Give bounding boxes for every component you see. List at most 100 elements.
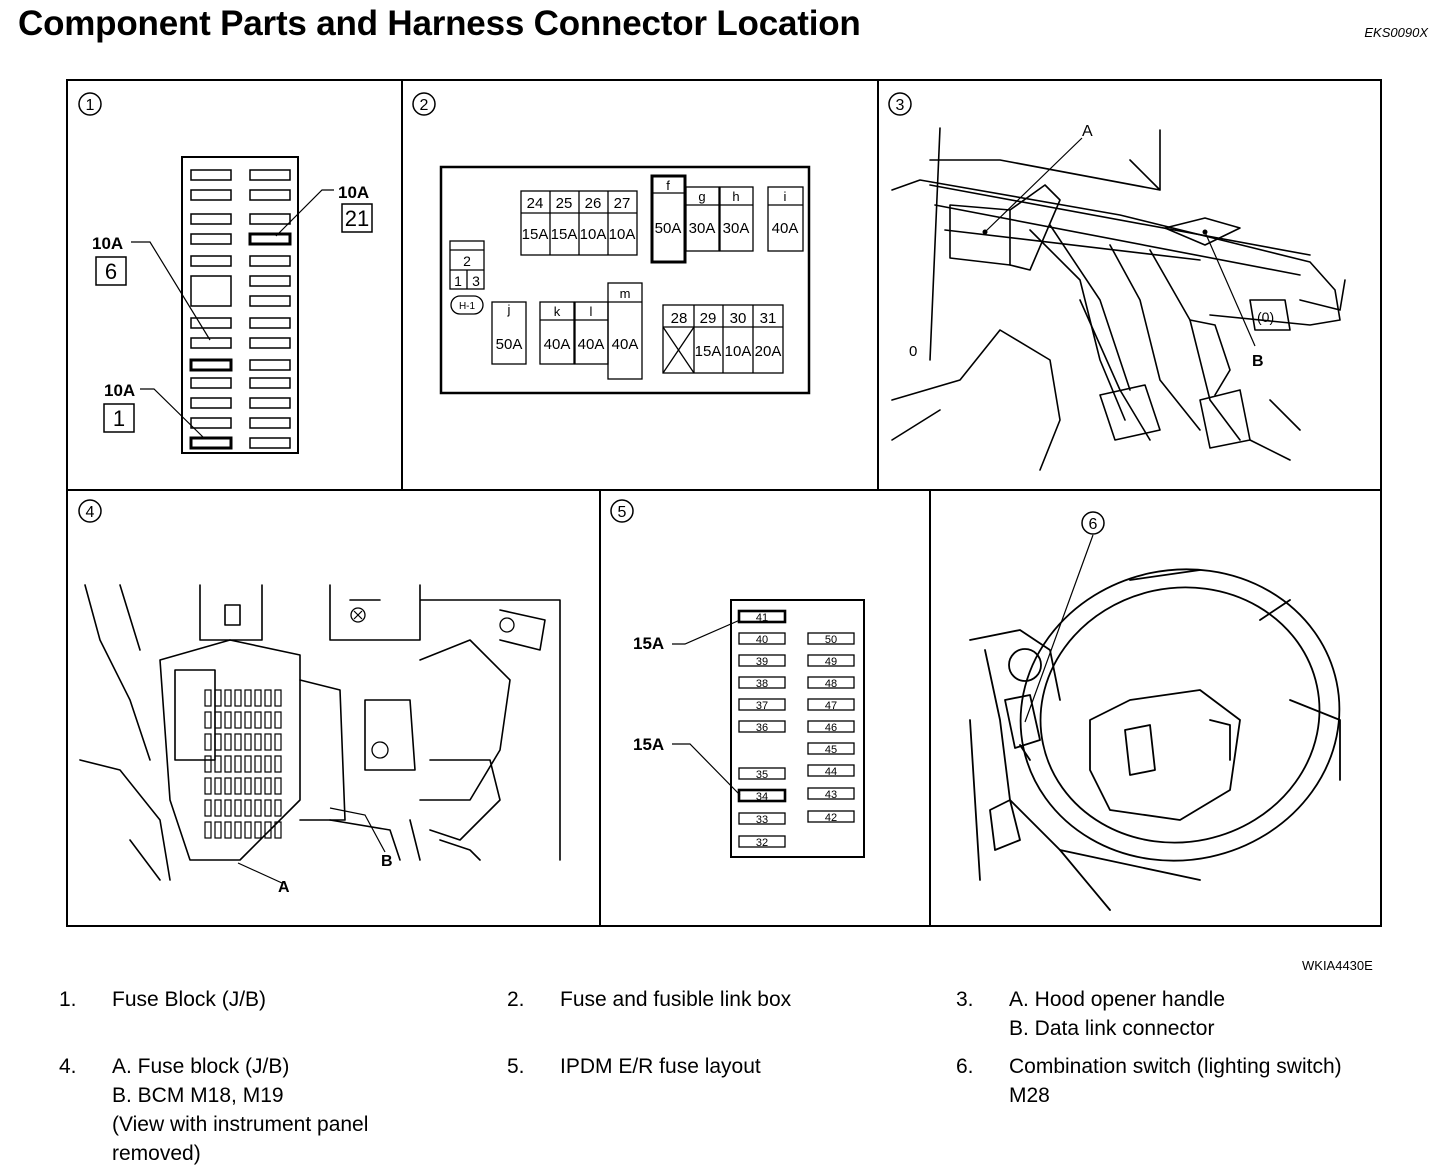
svg-text:40A: 40A (772, 220, 799, 237)
legend-text-6: Combination switch (lighting switch) M28 (1009, 1055, 1342, 1107)
component-location-figure: 1 10A 21 10A 6 10A 1 2 24 25 26 (66, 79, 1382, 927)
label-b-bcm: B (381, 853, 393, 870)
jb-fuse (274, 799, 282, 817)
ipdm-fuse-46 (807, 720, 855, 733)
jb-fuse (224, 755, 232, 773)
fuse-slot (249, 359, 291, 371)
jb-fuse (254, 799, 262, 817)
ipdm-fuse-label: 40 (756, 634, 768, 646)
svg-text:(0): (0) (1257, 309, 1274, 325)
svg-text:3: 3 (472, 273, 480, 289)
legend-num-3: 3. (956, 988, 974, 1011)
ipdm-fuse-label: 38 (756, 678, 768, 690)
jb-fuse (254, 777, 262, 795)
svg-text:f: f (666, 178, 670, 193)
ipdm-fuse-32 (738, 835, 786, 848)
jb-fuse (204, 733, 212, 751)
fuse-slot (249, 317, 291, 329)
ipdm-fuse-label: 45 (825, 744, 837, 756)
panel-3-dash-view: 3 0 (0) A B (888, 92, 1346, 471)
svg-text:30A: 30A (723, 220, 750, 237)
fuse-1-amp: 10A (104, 381, 135, 400)
svg-text:30: 30 (730, 310, 747, 327)
jb-fuse (264, 821, 272, 839)
svg-text:31: 31 (760, 310, 777, 327)
ipdm-fuse-label: 37 (756, 700, 768, 712)
svg-text:l: l (590, 304, 593, 319)
ipdm-fuse-48 (807, 676, 855, 689)
svg-text:m: m (620, 286, 631, 301)
jb-fuse (224, 689, 232, 707)
fuse-slot (190, 213, 232, 225)
jb-fuse (254, 733, 262, 751)
jb-fuse (264, 689, 272, 707)
svg-text:2: 2 (463, 253, 471, 269)
fuse-6-number: 6 (105, 259, 117, 284)
svg-text:20A: 20A (755, 343, 782, 360)
legend-num-2: 2. (507, 988, 525, 1011)
jb-fuse (204, 777, 212, 795)
panel-2-number: 2 (420, 97, 429, 114)
ipdm-fuse-45 (807, 742, 855, 755)
ipdm-fuse-label: 42 (825, 812, 837, 824)
ipdm-fuse-38 (738, 676, 786, 689)
jb-fuse (244, 689, 252, 707)
jb-fuse (234, 733, 242, 751)
jb-fuse (204, 821, 212, 839)
fuse-21-number: 21 (345, 206, 369, 231)
jb-fuse (274, 777, 282, 795)
jb-fuse (234, 711, 242, 729)
jb-fuse (214, 799, 222, 817)
fuse-21-amp: 10A (338, 183, 369, 202)
ipdm-fuse-43 (807, 787, 855, 800)
panel-5-ipdm-er: 5 41403938373635343332504948474645444342… (610, 499, 865, 858)
svg-text:h: h (732, 189, 739, 204)
fuse-slot (190, 337, 232, 349)
jb-fuse (214, 733, 222, 751)
legend-text-2: Fuse and fusible link box (560, 988, 792, 1011)
jb-fuse (214, 777, 222, 795)
svg-text:28: 28 (671, 310, 688, 327)
fuse-slot (249, 189, 291, 201)
fuse-1-number: 1 (113, 406, 125, 431)
jb-fuse (234, 689, 242, 707)
ipdm-fuse-label: 43 (825, 789, 837, 801)
jb-fuse (274, 733, 282, 751)
legend-num-1: 1. (59, 988, 77, 1011)
ipdm-fuse-47 (807, 698, 855, 711)
svg-text:40A: 40A (578, 336, 605, 353)
svg-text:24: 24 (527, 195, 544, 212)
jb-fuse (234, 821, 242, 839)
ipdm-fuse-label: 48 (825, 678, 837, 690)
svg-text:10A: 10A (609, 226, 636, 243)
jb-fuse (224, 777, 232, 795)
svg-text:50A: 50A (496, 336, 523, 353)
jb-fuse (204, 799, 212, 817)
label-b-data-link: B (1252, 353, 1264, 370)
ipdm-fuse-37 (738, 698, 786, 711)
svg-text:10A: 10A (725, 343, 752, 360)
ipdm-fuse-label: 50 (825, 634, 837, 646)
jb-fuse (264, 799, 272, 817)
svg-text:g: g (698, 189, 705, 204)
svg-text:15A: 15A (551, 226, 578, 243)
jb-fuse (264, 755, 272, 773)
ipdm-fuse-label: 32 (756, 837, 768, 849)
ipdm-fuse-50 (807, 632, 855, 645)
fuse-slot (249, 337, 291, 349)
ipdm-fuse-41 (737, 609, 787, 624)
ipdm-fuse-35 (738, 767, 786, 780)
fuse-slot (189, 358, 233, 372)
jb-fuse (254, 755, 262, 773)
svg-text:j: j (507, 302, 511, 317)
fuse-slot (190, 233, 232, 245)
fuse-slot (248, 232, 292, 246)
jb-fuse (224, 799, 232, 817)
ipdm-fuse-label: 36 (756, 722, 768, 734)
jb-fuse (214, 689, 222, 707)
legend-text-3: A. Hood opener handle B. Data link conne… (1009, 988, 1225, 1040)
ipdm-fuse-label: 49 (825, 656, 837, 668)
section-code: EKS0090X (1364, 25, 1428, 40)
panel-4-fuse-block-bcm: 4 A B (78, 499, 561, 896)
ipdm-fuse-34 (737, 788, 787, 803)
